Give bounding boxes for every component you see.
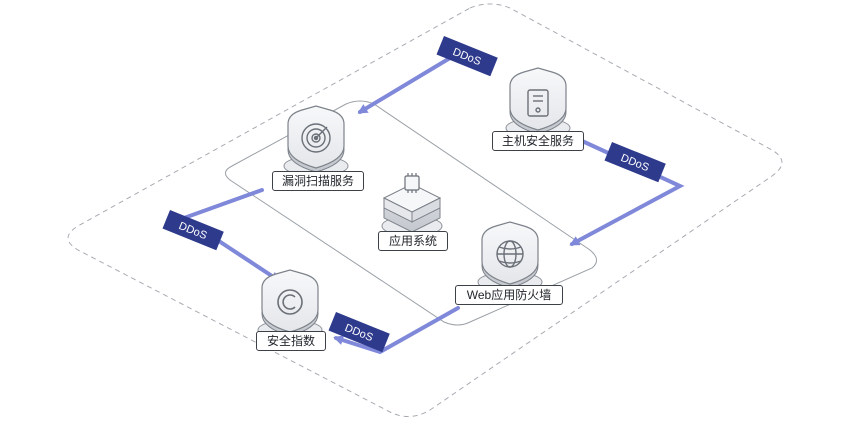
ddos-tag-4: DDoS bbox=[328, 312, 390, 353]
vuln-scan-label: 漏洞扫描服务 bbox=[272, 171, 364, 191]
flow-line-host-to-vuln bbox=[357, 50, 462, 114]
globe-shield-icon bbox=[496, 240, 524, 268]
vuln-scan-node bbox=[283, 105, 349, 177]
ddos-tag-2: DDoS bbox=[604, 142, 666, 183]
ddos-tag-1: DDoS bbox=[436, 36, 498, 77]
app-system-node bbox=[381, 173, 443, 237]
app-system-label: 应用系统 bbox=[378, 231, 448, 251]
copyright-shield-icon bbox=[277, 289, 303, 315]
host-security-node bbox=[505, 67, 571, 139]
waf-node bbox=[477, 221, 543, 293]
host-server-shield-icon bbox=[527, 89, 549, 117]
security-index-label: 安全指数 bbox=[256, 331, 326, 351]
ddos-tag-3: DDoS bbox=[162, 210, 224, 251]
flow-line-waf-to-index bbox=[333, 306, 460, 355]
radar-scan-shield-icon bbox=[301, 123, 331, 153]
outer-boundary bbox=[67, 3, 783, 417]
host-security-label: 主机安全服务 bbox=[492, 131, 584, 151]
security-index-node bbox=[257, 269, 323, 341]
chip-platform-icon bbox=[404, 173, 420, 193]
waf-label: Web应用防火墙 bbox=[455, 285, 563, 305]
